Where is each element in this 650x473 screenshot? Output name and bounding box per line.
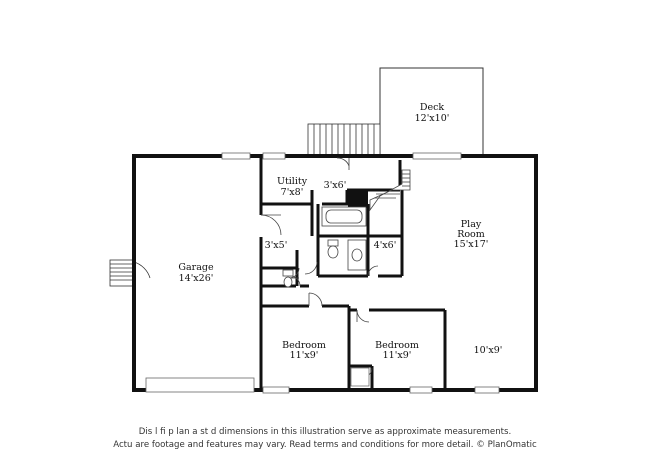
garage-label: Garage	[178, 262, 214, 273]
play-room-label-2: Room	[457, 229, 485, 240]
interior-walls	[259, 156, 447, 390]
closet-top-dims: 3'x6'	[324, 180, 347, 191]
windows	[145, 152, 500, 394]
utility-dims: 7'x8'	[281, 187, 304, 198]
bedroom-2-label: Bedroom	[375, 340, 419, 351]
disclaimer-line-2: Actu are footage and features may vary. …	[113, 440, 537, 450]
play-room-label-1: Play	[461, 219, 482, 230]
garage-dims: 14'x26'	[179, 273, 214, 284]
deck-stairs	[307, 123, 381, 156]
bedroom-1-label: Bedroom	[282, 340, 326, 351]
door-swings	[260, 157, 379, 378]
bath-dims: 4'x6'	[374, 240, 397, 251]
deck-dims: 12'x10'	[415, 113, 450, 124]
play-room-dims: 15'x17'	[454, 239, 489, 250]
bedroom-1-dims: 11'x9'	[290, 350, 319, 361]
hall-closet-dims: 3'x5'	[265, 240, 288, 251]
deck-label: Deck	[420, 102, 445, 113]
toilet-lower	[282, 269, 294, 288]
bath-sink	[347, 239, 367, 271]
nook-dims: 10'x9'	[474, 345, 503, 356]
bathtub	[321, 206, 367, 227]
exterior-walls	[132, 154, 538, 392]
interior-stairs	[369, 169, 411, 212]
bedroom-closet	[350, 367, 370, 387]
garage-side-stairs	[109, 259, 151, 288]
utility-block	[348, 191, 368, 208]
disclaimer-line-1: Dis l fi p lan a st d dimensions in this…	[138, 427, 512, 437]
utility-label: Utility	[277, 176, 308, 187]
toilet-upper	[327, 239, 339, 259]
bedroom-2-dims: 11'x9'	[383, 350, 412, 361]
